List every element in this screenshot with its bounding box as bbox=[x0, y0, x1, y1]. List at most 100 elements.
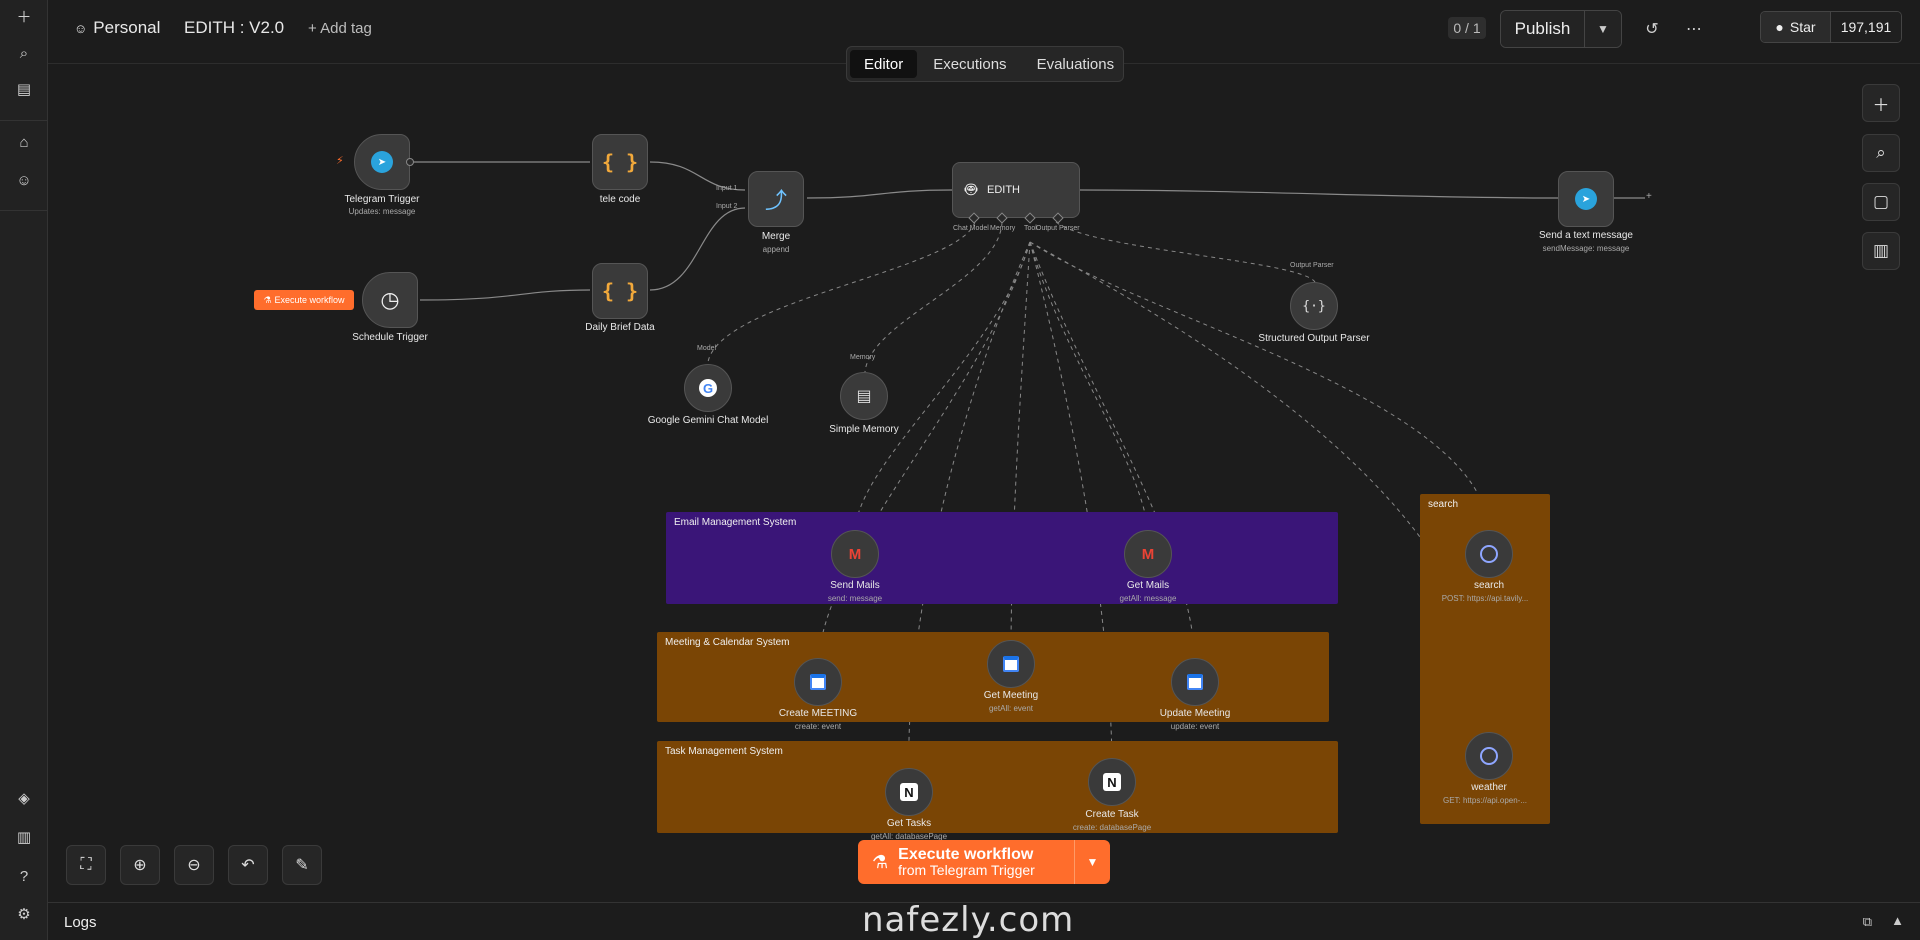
node-label: Get Tasks bbox=[886, 818, 932, 829]
port-label: Memory bbox=[990, 225, 1016, 232]
home-icon[interactable]: ⌂ bbox=[19, 133, 29, 151]
user-icon: ☺ bbox=[74, 20, 88, 36]
version-counter: 0 / 1 bbox=[1448, 17, 1486, 39]
logs-title: Logs bbox=[64, 914, 97, 931]
panel-icon[interactable]: ▤ bbox=[16, 81, 32, 98]
node-subtitle: Updates: message bbox=[348, 207, 416, 216]
fit-view-button[interactable]: ⛶ bbox=[66, 845, 106, 885]
add-tag-button[interactable]: + Add tag bbox=[308, 20, 372, 37]
zoom-in-button[interactable]: ⊕ bbox=[120, 845, 160, 885]
node-gemini-chat-model[interactable]: G bbox=[684, 364, 732, 412]
port-label: Output Parser bbox=[1290, 262, 1334, 269]
tab-evaluations[interactable]: Evaluations bbox=[1036, 55, 1115, 73]
node-search[interactable] bbox=[1465, 530, 1513, 578]
sticky-note-button[interactable]: ▢ bbox=[1862, 183, 1900, 221]
broom-icon: ✎ bbox=[295, 857, 309, 874]
popout-icon[interactable]: ⧉ bbox=[1862, 914, 1872, 929]
database-icon: ▤ bbox=[856, 388, 872, 405]
node-subtitle: POST: https://api.tavily... bbox=[1441, 594, 1529, 603]
node-create-meeting[interactable] bbox=[794, 658, 842, 706]
templates-icon[interactable]: ◈ bbox=[18, 790, 30, 807]
globe-icon bbox=[1480, 545, 1498, 563]
google-calendar-icon bbox=[1187, 674, 1203, 690]
add-node-button[interactable]: ＋ bbox=[1862, 84, 1900, 122]
node-subtitle: create: event bbox=[794, 722, 842, 731]
chevron-up-icon[interactable]: ▲ bbox=[1891, 913, 1904, 928]
google-calendar-icon bbox=[1003, 656, 1019, 672]
node-label: tele code bbox=[599, 194, 641, 205]
tab-editor[interactable]: Editor bbox=[850, 50, 918, 78]
execute-workflow-tag[interactable]: ⚗ Execute workflow bbox=[254, 290, 354, 310]
execute-title: Execute workflow bbox=[898, 846, 1034, 863]
notion-icon: N bbox=[900, 783, 918, 801]
group-title: Task Management System bbox=[665, 746, 783, 757]
left-sidebar: ＋ ⌕ ▤ ⌂ ☺ ◈ ▥ ? ⚙ bbox=[0, 0, 48, 940]
node-daily-brief[interactable]: { } bbox=[592, 263, 648, 319]
tidy-up-button[interactable]: ✎ bbox=[282, 845, 322, 885]
node-label: Telegram Trigger bbox=[344, 194, 420, 205]
node-send-mails[interactable]: M bbox=[831, 530, 879, 578]
node-label: Get Meeting bbox=[983, 690, 1039, 701]
help-icon[interactable]: ? bbox=[19, 867, 29, 885]
project-breadcrumb[interactable]: ☺ Personal bbox=[74, 18, 160, 38]
node-get-tasks[interactable]: N bbox=[885, 768, 933, 816]
undo-button[interactable]: ↶ bbox=[228, 845, 268, 885]
node-weather[interactable] bbox=[1465, 732, 1513, 780]
port-label: Output Parser bbox=[1036, 225, 1080, 232]
add-node-icon[interactable]: + bbox=[1646, 191, 1652, 202]
output-port[interactable] bbox=[406, 158, 414, 166]
execute-workflow-button[interactable]: ⚗ Execute workflow from Telegram Trigger… bbox=[858, 840, 1110, 884]
node-label: Google Gemini Chat Model bbox=[647, 415, 769, 426]
node-get-meeting[interactable] bbox=[987, 640, 1035, 688]
publish-button[interactable]: Publish bbox=[1501, 11, 1585, 47]
user-icon[interactable]: ☺ bbox=[16, 171, 32, 189]
zoom-out-icon: ⊖ bbox=[187, 857, 201, 874]
port-label: Memory bbox=[850, 354, 876, 361]
node-subtitle: create: databasePage bbox=[1072, 823, 1152, 832]
node-label: Simple Memory bbox=[829, 424, 899, 435]
tab-executions[interactable]: Executions bbox=[933, 55, 1007, 73]
logs-panel[interactable]: Logs ⧉ ▲ bbox=[48, 902, 1920, 940]
node-simple-memory[interactable]: ▤ bbox=[840, 372, 888, 420]
node-label: Send a text message bbox=[1539, 230, 1633, 241]
more-options-icon[interactable]: ⋯ bbox=[1686, 21, 1702, 38]
lightning-icon: ⚡ bbox=[336, 155, 344, 167]
node-send-text-message[interactable]: ➤ bbox=[1558, 171, 1614, 227]
github-star-widget[interactable]: ● Star 197,191 bbox=[1760, 11, 1902, 43]
node-get-mails[interactable]: M bbox=[1124, 530, 1172, 578]
plus-icon: ＋ bbox=[1872, 95, 1890, 115]
insights-icon[interactable]: ▥ bbox=[16, 829, 32, 846]
execute-tag-label: Execute workflow bbox=[274, 295, 345, 305]
node-label: Send Mails bbox=[830, 580, 880, 591]
group-task-management[interactable]: Task Management System bbox=[657, 741, 1338, 833]
node-merge[interactable]: ⤴ bbox=[748, 171, 804, 227]
node-schedule-trigger[interactable]: ◷ bbox=[362, 272, 418, 328]
node-create-task[interactable]: N bbox=[1088, 758, 1136, 806]
node-update-meeting[interactable] bbox=[1171, 658, 1219, 706]
code-braces-icon: { } bbox=[601, 279, 639, 303]
port-label: Model bbox=[697, 345, 717, 352]
node-tele-code[interactable]: { } bbox=[592, 134, 648, 190]
chevron-down-icon[interactable]: ▼ bbox=[1074, 840, 1110, 884]
toggle-panel-button[interactable]: ▥ bbox=[1862, 232, 1900, 270]
group-email-management[interactable]: Email Management System bbox=[666, 512, 1338, 604]
plus-icon[interactable]: ＋ bbox=[16, 8, 32, 26]
search-icon[interactable]: ⌕ bbox=[19, 44, 29, 62]
search-nodes-button[interactable]: ⌕ bbox=[1862, 134, 1900, 172]
history-icon[interactable]: ↺ bbox=[1645, 21, 1659, 38]
node-label: Structured Output Parser bbox=[1258, 333, 1370, 344]
execute-workflow-main[interactable]: ⚗ Execute workflow from Telegram Trigger bbox=[858, 840, 1074, 884]
robot-icon: 🤖︎ bbox=[965, 179, 977, 201]
fullscreen-icon: ⛶ bbox=[80, 856, 92, 873]
zoom-out-button[interactable]: ⊖ bbox=[174, 845, 214, 885]
project-name: Personal bbox=[93, 18, 161, 37]
chevron-down-icon[interactable]: ▼ bbox=[1585, 11, 1621, 47]
settings-icon[interactable]: ⚙ bbox=[17, 906, 31, 923]
node-structured-output-parser[interactable]: {·} bbox=[1290, 282, 1338, 330]
node-telegram-trigger[interactable]: ➤ bbox=[354, 134, 410, 190]
workflow-name[interactable]: EDITH : V2.0 bbox=[184, 18, 285, 37]
node-subtitle: append bbox=[762, 245, 790, 254]
github-star-button[interactable]: ● Star bbox=[1761, 12, 1831, 42]
notion-icon: N bbox=[1103, 773, 1121, 791]
node-edith-agent[interactable]: 🤖︎ EDITH bbox=[952, 162, 1080, 218]
